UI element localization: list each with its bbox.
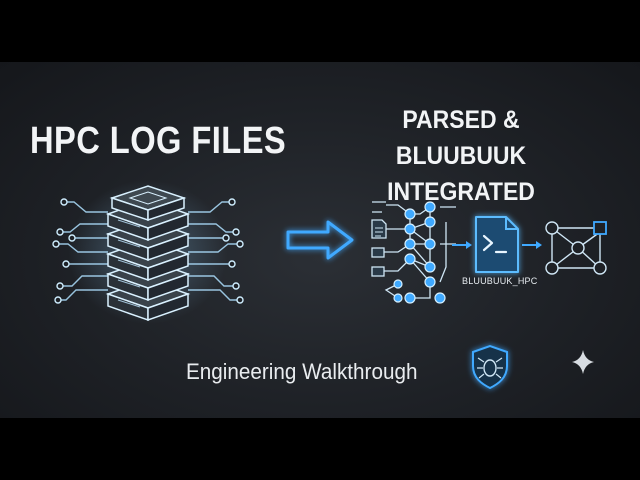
file-label: BLUUBUUK_HPC: [462, 276, 538, 286]
subtitle: Engineering Walkthrough: [186, 359, 418, 384]
title-left: HPC LOG FILES: [30, 120, 287, 162]
sparkle-icon: [572, 350, 594, 374]
illustration-layer: [52, 180, 607, 390]
flowchart-icon: [371, 201, 456, 304]
connector-arrow-head-2: [536, 241, 542, 249]
connector-arrow-head: [466, 241, 472, 249]
thumbnail-canvas: HPC LOG FILES PARSED & BLUUBUUK INTEGRAT…: [0, 62, 640, 418]
node-graph-icon: [545, 221, 607, 275]
title-right-line1: PARSED & BLUUBUUK: [395, 106, 527, 170]
title-right-line2: INTEGRATED: [387, 178, 535, 206]
title-right: PARSED & BLUUBUUK INTEGRATED: [346, 102, 576, 210]
terminal-file-icon: [475, 216, 519, 273]
shield-bug-icon: [472, 344, 508, 390]
arrow-right-icon: [286, 220, 354, 260]
server-stack-icon: [52, 180, 244, 324]
